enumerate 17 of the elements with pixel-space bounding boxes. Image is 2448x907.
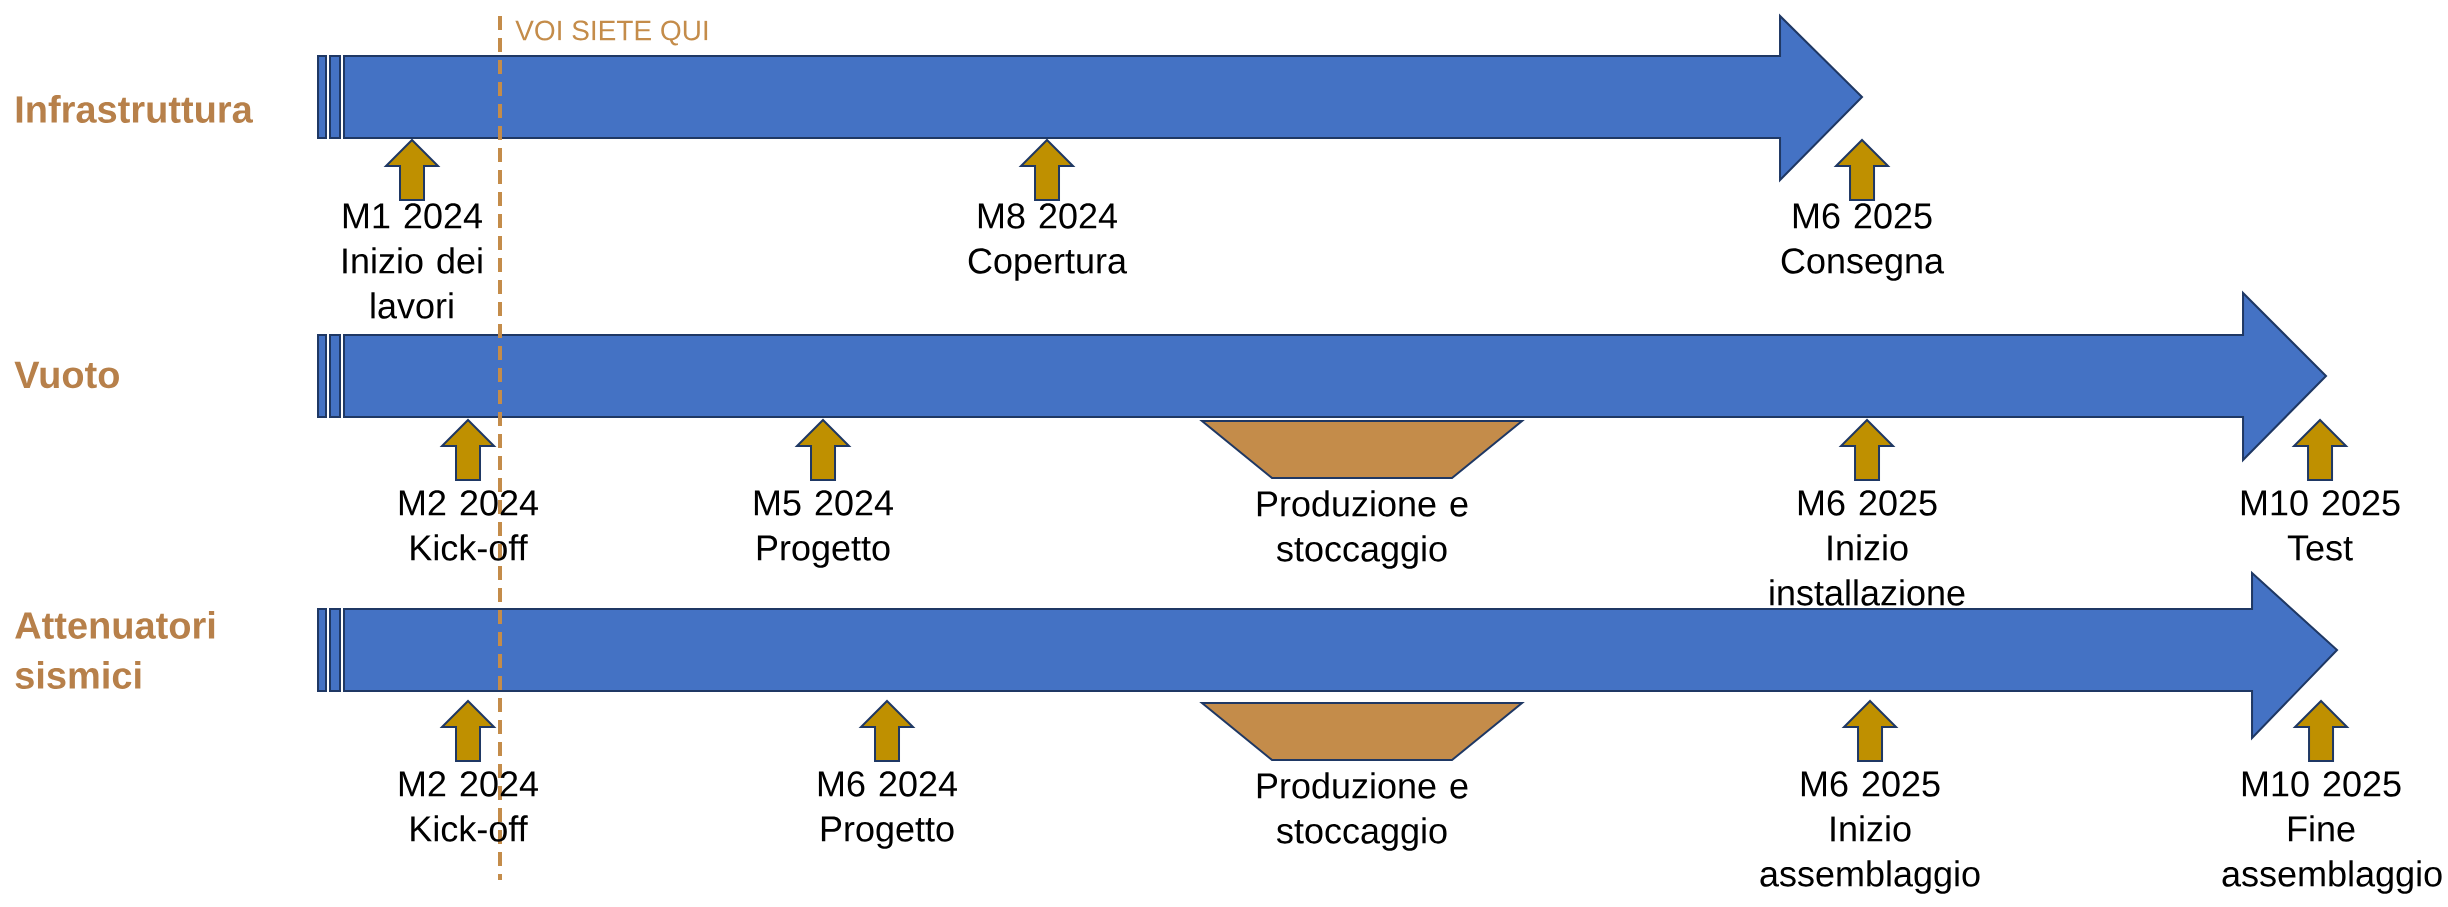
milestone-label: M6 2025 Inizio assemblaggio <box>1760 771 1980 894</box>
milestone-label: M5 2024 Progetto <box>754 490 893 568</box>
milestone-label: M8 2024 Copertura <box>968 203 1127 281</box>
row-label: Attenuatori sismici <box>15 611 215 689</box>
phase-label: Produzione e stoccaggio <box>1257 772 1468 851</box>
milestone-label: M6 2025 Inizio installazione <box>1770 490 1965 606</box>
milestone-label: M10 2025 Test <box>2241 490 2400 561</box>
phase-label: Produzione e stoccaggio <box>1257 490 1468 569</box>
marker-label: VOI SIETE QUI <box>515 20 708 46</box>
milestone-label: M1 2024 Inizio dei lavori <box>343 203 482 319</box>
milestone-label: M10 2025 Fine assemblaggio <box>2222 771 2442 894</box>
milestone-label: M2 2024 Kick-off <box>399 490 538 561</box>
milestone-label: M2 2024 Kick-off <box>399 771 538 842</box>
milestone-label: M6 2024 Progetto <box>818 771 957 849</box>
milestone-label: M6 2025 Consegna <box>1781 203 1945 281</box>
row-label: Infrastruttura <box>16 95 253 123</box>
row-label: Vuoto <box>14 361 119 389</box>
